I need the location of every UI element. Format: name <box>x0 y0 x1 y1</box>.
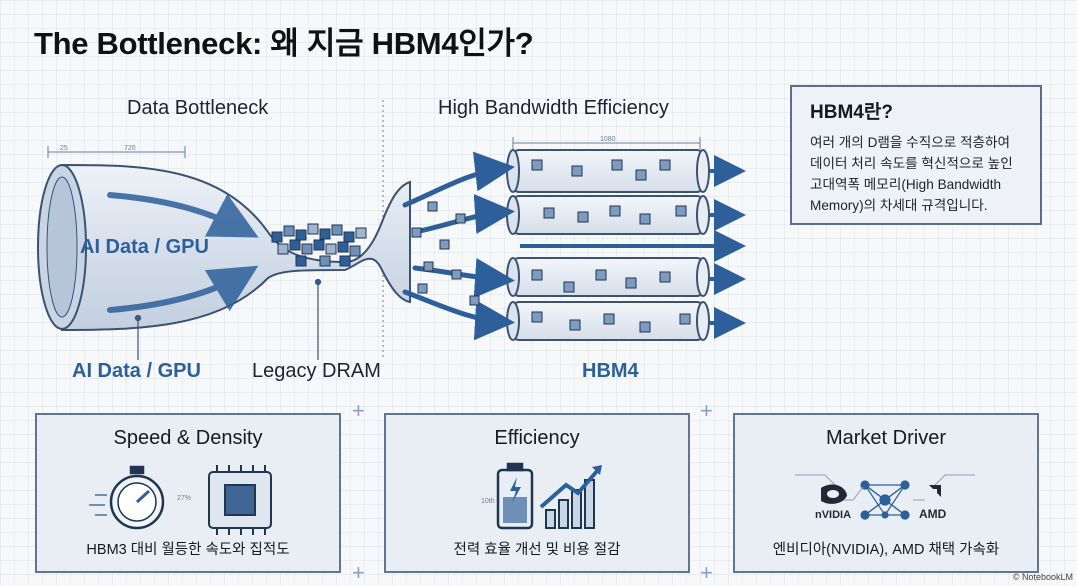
dim-right-label: 1080 <box>600 136 616 143</box>
bottleneck-diagram: 25 720 1080 <box>37 100 746 360</box>
inflow-arrows <box>107 192 259 313</box>
amd-logo-text: AMD <box>919 507 947 521</box>
card-title: Efficiency <box>494 427 580 449</box>
outflow-arrows <box>520 155 746 339</box>
info-line-2: 데이터 처리 속도를 혁신적으로 높인 <box>810 156 1013 171</box>
speed-density-card: Speed & Density 27% HBM3 대비 월등한 속도와 집적도 <box>35 413 341 573</box>
efficiency-illustration: 10th <box>481 462 602 530</box>
hbm4-info-box: HBM4란? 여러 개의 D램을 수직으로 적층하여 데이터 처리 속도를 혁신… <box>790 85 1042 225</box>
bottom-right-label: HBM4 <box>582 360 639 382</box>
nvidia-logo: nVIDIA <box>815 484 851 521</box>
info-line-3: 고대역폭 메모리(High Bandwidth <box>810 177 1002 192</box>
watermark: © NotebookLM <box>1012 572 1073 582</box>
nvidia-logo-text: nVIDIA <box>815 509 851 521</box>
card-caption: 엔비디아(NVIDIA), AMD 채택 가속화 <box>772 542 1000 558</box>
market-driver-illustration: nVIDIA AMD <box>795 474 975 521</box>
card-title: Market Driver <box>825 427 946 449</box>
card-title: Speed & Density <box>113 427 263 449</box>
right-heading: High Bandwidth Efficiency <box>438 97 669 119</box>
card-dim-label: 10th <box>481 498 495 505</box>
speed-lines-icon <box>89 494 107 516</box>
card-caption: 전력 효율 개선 및 비용 절감 <box>453 542 621 558</box>
info-line-4: Memory)의 차세대 규격입니다. <box>810 198 988 213</box>
page-title: The Bottleneck: 왜 지금 HBM4인가? <box>34 26 534 61</box>
info-heading: HBM4란? <box>810 102 893 123</box>
left-heading: Data Bottleneck <box>127 97 269 119</box>
info-line-1: 여러 개의 D램을 수직으로 적층하여 <box>810 135 1011 150</box>
dim-left-label: 25 <box>60 145 68 152</box>
efficiency-card: Efficiency 10th 전력 효율 개선 및 비용 절감 <box>384 413 690 573</box>
amd-logo: AMD <box>919 485 947 521</box>
stopwatch-icon <box>109 465 165 530</box>
bottom-left-label: AI Data / GPU <box>72 360 201 382</box>
flowing-data-cubes <box>411 159 691 333</box>
jammed-data-cubes <box>271 223 367 267</box>
branch-arrows <box>402 151 515 341</box>
crosshair-icon: + <box>352 398 365 423</box>
crosshair-icon: + <box>352 560 365 585</box>
pipe-label: AI Data / GPU <box>80 236 209 258</box>
growth-chart-icon <box>539 465 602 529</box>
crosshair-icon: + <box>700 560 713 585</box>
bottom-mid-label: Legacy DRAM <box>252 360 381 382</box>
market-driver-card: Market Driver nVIDIA AMD 엔비디아(NVIDI <box>733 413 1039 573</box>
network-icon <box>860 480 910 520</box>
circuit-lines <box>795 474 975 501</box>
info-text: 여러 개의 D램을 수직으로 적층하여 데이터 처리 속도를 혁신적으로 높인 … <box>810 132 1022 216</box>
leader-lines <box>134 278 322 360</box>
chip-icon <box>208 465 272 535</box>
card-caption: HBM3 대비 월등한 속도와 집적도 <box>86 542 290 558</box>
dim-mid-label: 720 <box>124 145 136 152</box>
battery-icon <box>496 462 534 530</box>
speed-density-illustration: 27% <box>89 465 272 535</box>
crosshair-icon: + <box>700 398 713 423</box>
card-dim-label: 27% <box>177 495 191 502</box>
